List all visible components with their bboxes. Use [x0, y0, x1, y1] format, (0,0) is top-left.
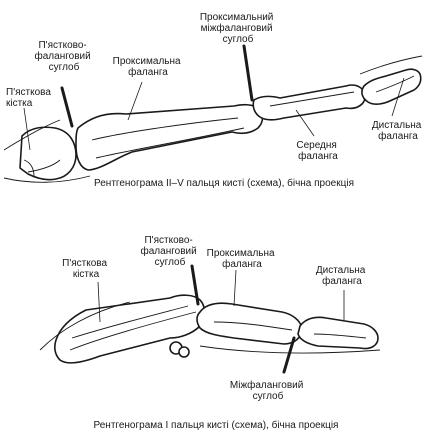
top-label-pip-joint: Проксимальний міжфаланговий суглоб — [200, 12, 276, 45]
bottom-finger-drawing — [40, 295, 380, 363]
bottom-label-metacarpal: П'ясткова кістка — [62, 258, 110, 280]
top-label-mcp-joint: П'ястково- фаланговий суглоб — [35, 40, 94, 73]
top-middle-phalanx — [253, 85, 365, 120]
top-label-distal-phalanx: Дистальна фаланга — [372, 120, 424, 142]
top-finger-drawing — [4, 56, 422, 182]
top-label-proximal-phalanx: Проксимальна фаланга — [113, 56, 184, 78]
bottom-caption: Рентгенограма I пальця кисті (схема), бі… — [94, 419, 339, 431]
top-label-middle-phalanx: Середня фаланга — [296, 140, 339, 162]
bottom-label-ip-joint: Міжфаланговий суглоб — [230, 379, 306, 402]
top-caption: Рентгенограма II–V пальця кисті (схема),… — [94, 177, 354, 189]
bottom-proximal-phalanx — [197, 303, 302, 344]
bottom-distal-phalanx — [298, 317, 378, 348]
bottom-label-mcp-joint: П'ястково- фаланговий суглоб — [141, 235, 200, 268]
top-distal-phalanx — [362, 69, 421, 104]
bottom-label-proximal-phalanx: Проксимальна фаланга — [207, 248, 278, 270]
bottom-label-distal-phalanx: Дистальна фаланга — [316, 265, 368, 287]
top-label-metacarpal: П'ясткова кістка — [6, 87, 54, 109]
